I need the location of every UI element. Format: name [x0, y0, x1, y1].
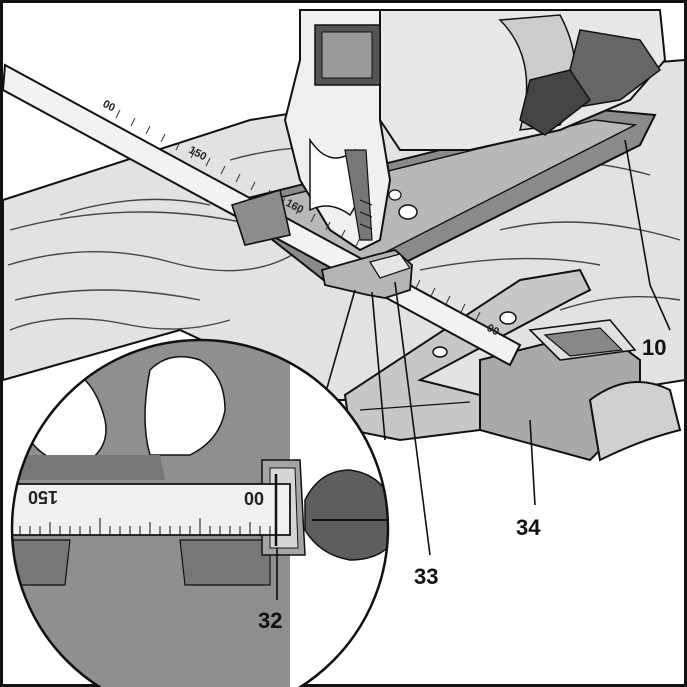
parallel-guide-34: [343, 268, 682, 462]
ruler-clamp-33: [320, 249, 413, 299]
zoom-line-right: [371, 291, 386, 441]
callout-33: 33: [414, 564, 438, 589]
zoom-line-left: [324, 289, 356, 396]
callout-32: 32: [258, 608, 282, 633]
leader-34: [529, 419, 536, 506]
detail-magnifier: 150 00: [10, 338, 390, 687]
callout-10: 10: [642, 335, 666, 360]
detail-scale-label-left: 150: [28, 487, 58, 507]
ruler-mark-0: 00: [101, 98, 117, 114]
jigsaw-body: [283, 9, 667, 252]
detail-scale-label-right: 00: [244, 489, 264, 509]
leader-33: [394, 281, 431, 556]
ruler-clamp-left: [230, 188, 291, 246]
callout-34: 34: [516, 515, 541, 540]
leader-10: [624, 139, 671, 331]
ruler-mark-3: 00: [485, 322, 501, 338]
